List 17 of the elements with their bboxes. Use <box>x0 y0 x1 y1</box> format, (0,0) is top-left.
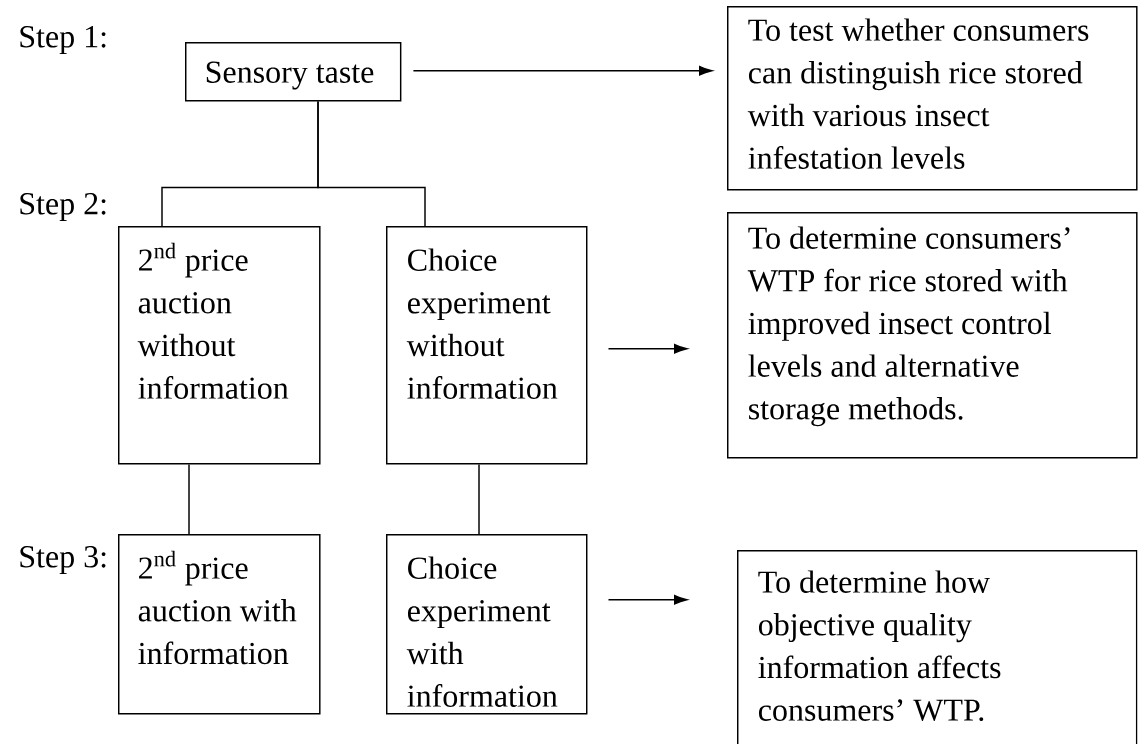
step-label: Step 1: <box>20 26 106 54</box>
note-box: To determine how objective quality information affects consumers’ WTP. <box>737 550 1138 744</box>
process-box: $\text{2}^{\text{nd}}$ price auction without information <box>118 226 321 465</box>
step-label: Step 3: <box>20 546 106 574</box>
process-box: Choice experiment with information <box>386 534 588 715</box>
process-box: Choice experiment without information <box>386 226 588 465</box>
arrow <box>607 594 688 605</box>
process-box: Sensory taste <box>185 42 402 102</box>
connector-line <box>478 463 480 535</box>
connector-line <box>188 463 190 535</box>
note-box: To determine consumers’ WTP for rice stored with improved insect control levels and alternative storage methods. <box>727 212 1138 459</box>
arrow <box>412 65 713 76</box>
process-box: $\text{2}^{\text{nd}}$ price auction with information <box>118 534 321 715</box>
connector-line <box>317 100 426 227</box>
step-label: Step 2: <box>20 193 106 221</box>
note-box: To test whether consumers can distinguish rice stored with various insect infestation levels <box>727 6 1138 191</box>
arrow <box>607 343 688 354</box>
